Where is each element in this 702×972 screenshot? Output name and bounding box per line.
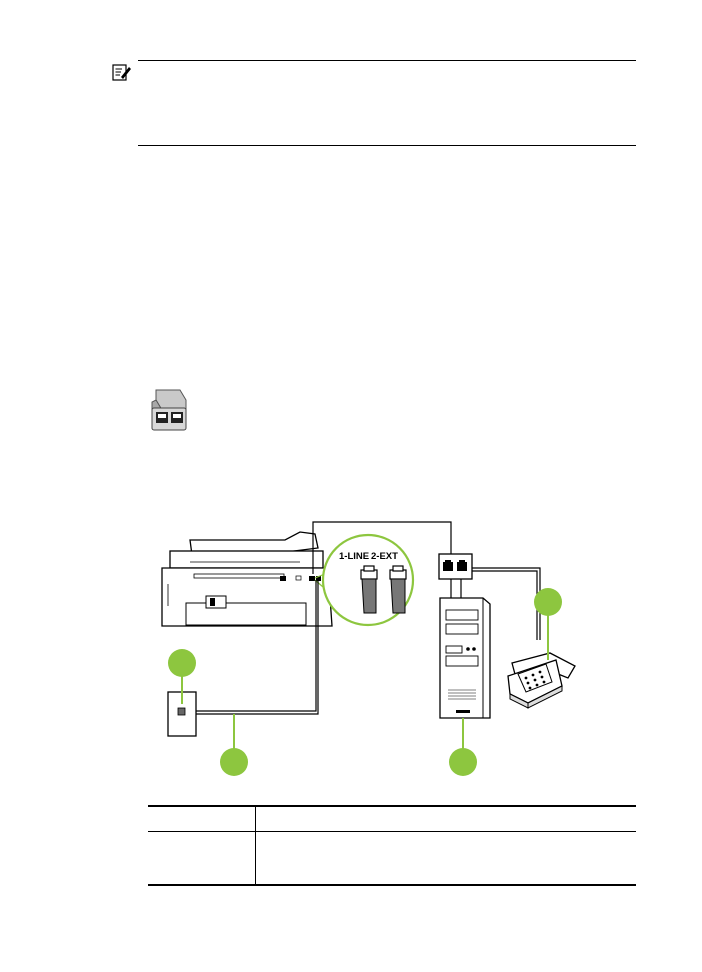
printer-rear [161, 531, 333, 627]
note-bottom-rule [138, 145, 636, 146]
table-top-rule [148, 805, 636, 807]
port-label-ext: 2-EXT [371, 551, 398, 562]
cable-splitter-to-phone-outer [472, 567, 541, 640]
computer-modem [439, 597, 491, 719]
note-top-rule [138, 60, 636, 61]
callout-3 [449, 718, 477, 776]
cable-splitter-to-phone-inner [472, 570, 538, 640]
cable-printer-to-splitter [312, 521, 452, 574]
cable-printer-to-wall-outer [188, 580, 319, 715]
table-column-divider [255, 807, 256, 884]
cable-printer-to-wall-inner [188, 580, 317, 712]
splitter-box [438, 553, 473, 580]
line-port-icon [360, 565, 378, 614]
connection-diagram: 1-LINE 2-EXT [161, 521, 576, 776]
port-label-line: 1-LINE [339, 551, 369, 562]
note-pencil-icon [112, 64, 131, 81]
ext-port-icon [389, 565, 407, 614]
telephone [507, 652, 576, 709]
callout-4 [534, 588, 562, 660]
table-bottom-rule [148, 884, 636, 886]
parallel-splitter-icon [151, 389, 187, 431]
callout-2 [220, 714, 248, 776]
table-header-rule [148, 831, 636, 832]
callout-1 [168, 649, 196, 704]
